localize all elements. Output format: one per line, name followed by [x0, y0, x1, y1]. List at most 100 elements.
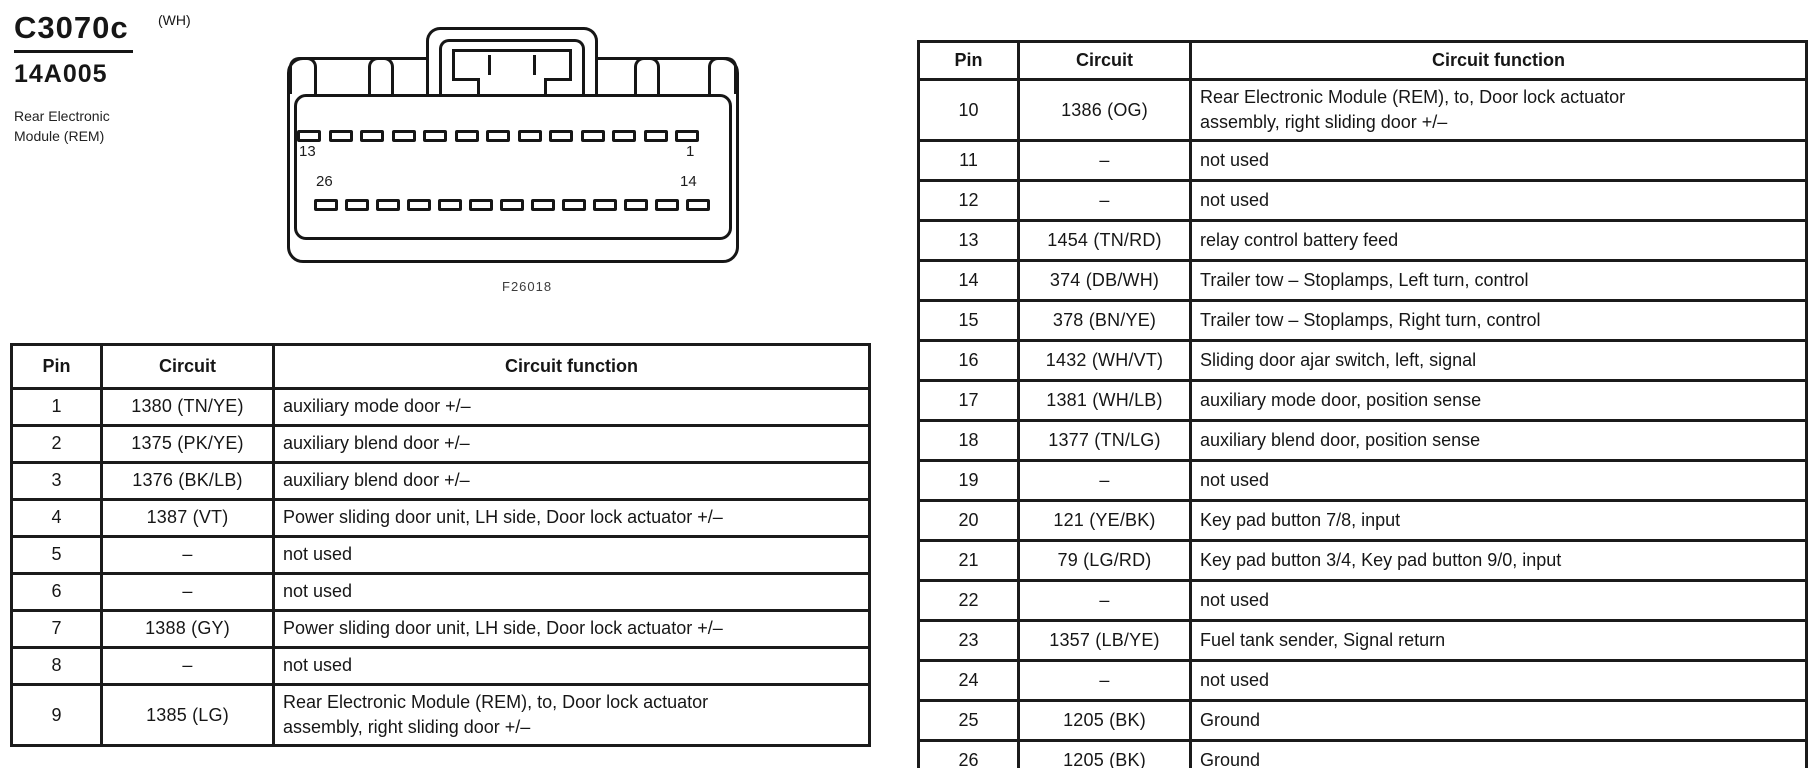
- pin-slot: [469, 199, 493, 211]
- pin-slot: [580, 130, 605, 142]
- circuit-cell: 1454 (TN/RD): [1017, 219, 1192, 263]
- function-cell: not used: [272, 646, 871, 686]
- pin-cell: 13: [917, 219, 1020, 263]
- function-cell: auxiliary blend door, position sense: [1189, 419, 1808, 463]
- pin-slot: [486, 130, 510, 142]
- circuit-cell: 1375 (PK/YE): [100, 424, 275, 464]
- pinout-row: 5–not used: [10, 535, 871, 575]
- pin-slot: [360, 130, 384, 142]
- connector-latch-tab: [477, 78, 547, 94]
- circuit-cell: 1376 (BK/LB): [100, 461, 275, 501]
- latch-segment: [491, 55, 536, 75]
- pin-slot: [517, 130, 542, 142]
- pin-slot: [593, 199, 617, 211]
- pin-cell: 10: [917, 77, 1020, 143]
- circuit-cell: –: [100, 535, 275, 575]
- pinout-row: 24–not used: [917, 659, 1808, 703]
- column-header-function: Circuit function: [272, 343, 871, 390]
- circuit-cell: 374 (DB/WH): [1017, 259, 1192, 303]
- latch-segment: [458, 55, 492, 75]
- function-cell: auxiliary blend door +/–: [272, 461, 871, 501]
- function-cell: not used: [1189, 179, 1808, 223]
- pin-cell: 3: [10, 461, 103, 501]
- pin-slot-row-bottom: [314, 199, 710, 211]
- pinout-row: 12–not used: [917, 179, 1808, 223]
- pin-slot: [500, 199, 524, 211]
- function-cell: not used: [1189, 659, 1808, 703]
- circuit-cell: 1388 (GY): [100, 609, 275, 649]
- function-cell: Rear Electronic Module (REM), to, Door l…: [1189, 77, 1808, 143]
- pin-cell: 15: [917, 299, 1020, 343]
- module-name-line2: Module (REM): [14, 128, 105, 145]
- pin-slot: [407, 199, 431, 211]
- connector-id: C3070c: [14, 10, 133, 53]
- pin-cell: 24: [917, 659, 1020, 703]
- pin-slot: [675, 130, 699, 142]
- pin-slot: [376, 199, 400, 211]
- pin-cell: 2: [10, 424, 103, 464]
- pin-cell: 5: [10, 535, 103, 575]
- header-row: Pin Circuit Circuit function: [10, 343, 871, 390]
- function-cell: not used: [272, 535, 871, 575]
- pin-cell: 18: [917, 419, 1020, 463]
- pin-slot: [655, 199, 679, 211]
- circuit-cell: 1357 (LB/YE): [1017, 619, 1192, 663]
- connector-inner-outline: [294, 94, 732, 240]
- circuit-cell: 1205 (BK): [1017, 699, 1192, 743]
- pin-slot: [345, 199, 369, 211]
- pin-cell: 11: [917, 139, 1020, 183]
- function-cell: Power sliding door unit, LH side, Door l…: [272, 609, 871, 649]
- circuit-cell: 378 (BN/YE): [1017, 299, 1192, 343]
- connector-top-tab: [708, 57, 737, 94]
- pin-number-label: 14: [680, 173, 697, 190]
- pin-cell: 26: [917, 739, 1020, 768]
- function-cell: not used: [1189, 139, 1808, 183]
- module-name-line1: Rear Electronic: [14, 108, 110, 124]
- pin-slot: [297, 130, 321, 142]
- circuit-cell: 121 (YE/BK): [1017, 499, 1192, 543]
- circuit-cell: 1381 (WH/LB): [1017, 379, 1192, 423]
- circuit-cell: 1432 (WH/VT): [1017, 339, 1192, 383]
- function-cell: not used: [272, 572, 871, 612]
- function-cell: auxiliary mode door, position sense: [1189, 379, 1808, 423]
- pin-cell: 20: [917, 499, 1020, 543]
- latch-segment: [536, 55, 566, 75]
- circuit-cell: –: [1017, 179, 1192, 223]
- function-cell: auxiliary blend door +/–: [272, 424, 871, 464]
- pin-slot: [612, 130, 636, 142]
- pin-slot: [438, 199, 462, 211]
- pin-slot: [423, 130, 447, 142]
- column-header-function: Circuit function: [1189, 40, 1808, 81]
- column-header-pin: Pin: [10, 343, 103, 390]
- circuit-cell: –: [1017, 579, 1192, 623]
- pin-cell: 4: [10, 498, 103, 538]
- pin-cell: 16: [917, 339, 1020, 383]
- function-cell: Power sliding door unit, LH side, Door l…: [272, 498, 871, 538]
- pin-slot: [328, 130, 353, 142]
- connector-top-tab: [289, 57, 317, 94]
- pin-slot: [624, 199, 648, 211]
- pin-number-label: 26: [316, 173, 333, 190]
- circuit-cell: –: [100, 646, 275, 686]
- connector-color-code: (WH): [158, 12, 191, 28]
- function-cell: Ground: [1189, 699, 1808, 743]
- pinout-row: 22–not used: [917, 579, 1808, 623]
- function-cell: Ground: [1189, 739, 1808, 768]
- pin-slot: [391, 130, 416, 142]
- part-number: 14A005: [14, 60, 108, 88]
- function-cell: Key pad button 3/4, Key pad button 9/0, …: [1189, 539, 1808, 583]
- pin-number-label: 1: [686, 143, 695, 160]
- pin-cell: 14: [917, 259, 1020, 303]
